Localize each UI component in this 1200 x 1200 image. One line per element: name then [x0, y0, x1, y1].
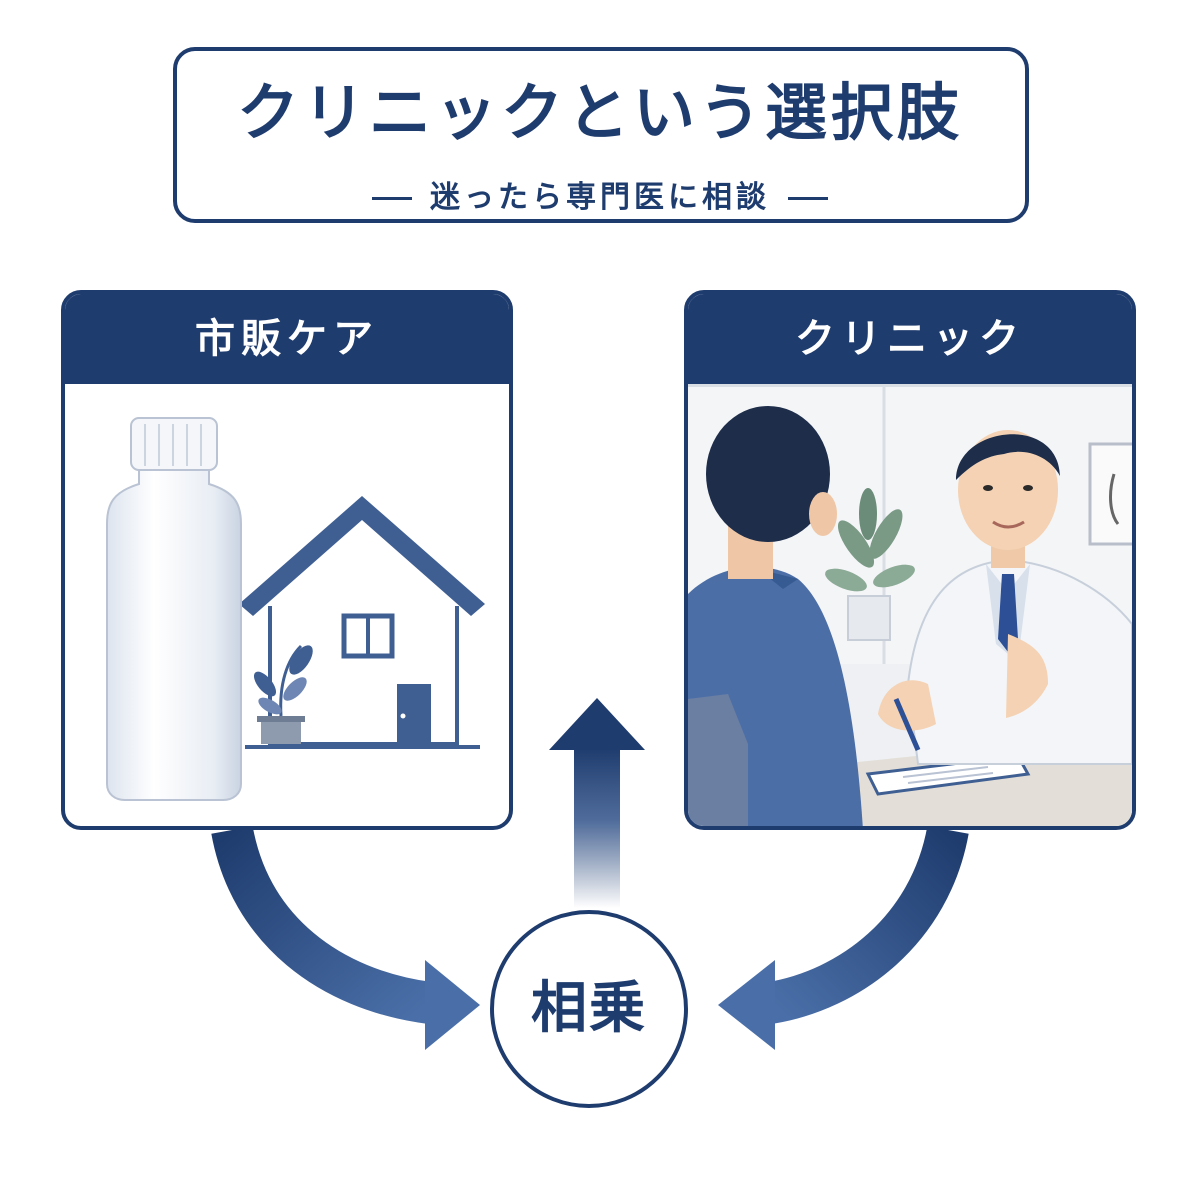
potted-plant-icon: [253, 644, 313, 744]
page-title: クリニックという選択肢: [236, 76, 963, 149]
bottle-icon: [106, 417, 242, 801]
house-icon: [239, 496, 485, 749]
up-arrow: [549, 698, 645, 908]
right-curved-arrow: [718, 825, 969, 1050]
otc-care-panel: 市販ケア: [61, 290, 513, 830]
dash-left: [372, 197, 412, 200]
clinic-illustration: [688, 381, 1132, 826]
clinic-header: クリニック: [688, 294, 1132, 384]
patient-illustration: [688, 406, 863, 826]
dash-right: [788, 197, 828, 200]
subtitle: 迷ったら専門医に相談: [430, 180, 770, 215]
wall-chart-icon: [1088, 442, 1132, 546]
otc-care-illustration: [65, 384, 509, 826]
subtitle-row: 迷ったら専門医に相談: [0, 172, 1200, 216]
left-curved-arrow: [211, 825, 480, 1050]
clinic-panel: クリニック: [684, 290, 1136, 830]
synergy-circle: 相乗: [490, 910, 688, 1108]
otc-care-header: 市販ケア: [65, 294, 509, 384]
doctor-illustration: [878, 430, 1132, 765]
plant-icon: [825, 488, 915, 641]
title-box: [173, 47, 1029, 223]
